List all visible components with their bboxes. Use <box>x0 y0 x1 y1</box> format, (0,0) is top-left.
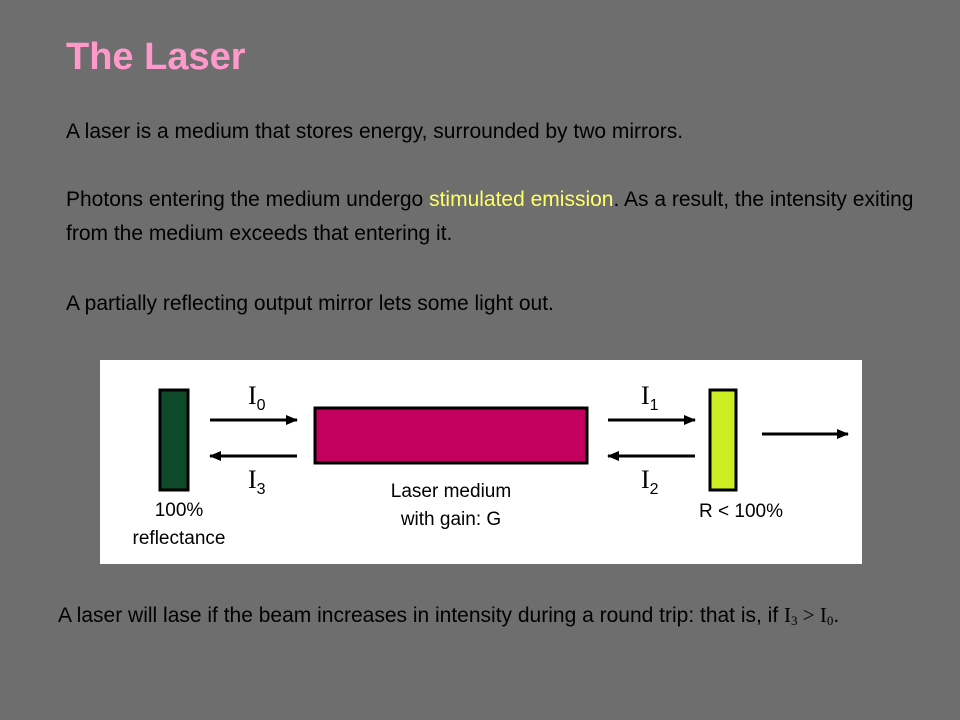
label-i3: I3 <box>248 465 266 498</box>
math-i3: I <box>784 603 792 627</box>
label-i1: I1 <box>641 381 659 414</box>
math-operator: > <box>797 603 820 627</box>
label-i2: I2 <box>641 465 659 498</box>
left-mirror-label-line2: reflectance <box>133 528 226 549</box>
lasing-condition-text: A laser will lase if the beam increases … <box>58 604 785 627</box>
right-mirror <box>708 388 738 492</box>
sentence-end: . <box>833 604 840 627</box>
stimulated-emission-paragraph: Photons entering the medium undergo stim… <box>66 183 926 251</box>
lasing-condition: A laser will lase if the beam increases … <box>58 598 938 633</box>
paragraph-text-before: Photons entering the medium undergo <box>66 188 430 211</box>
output-mirror-paragraph: A partially reflecting output mirror let… <box>66 292 554 315</box>
highlighted-term: stimulated emission <box>429 188 614 211</box>
medium-label-line2: with gain: G <box>400 509 501 530</box>
paragraph-text-after: . As a result, the intensity exiting fro… <box>66 188 914 245</box>
lasing-inequality: I3 > I0 <box>784 603 833 627</box>
medium-label-line1: Laser medium <box>391 481 511 502</box>
math-i0-sub: 0 <box>826 613 834 628</box>
slide-title: The Laser <box>66 36 246 78</box>
label-i0: I0 <box>248 381 266 414</box>
laser-cavity-diagram: I0 I3 I1 I2 100% reflectance Laser mediu… <box>100 360 862 564</box>
left-mirror-label-line1: 100% <box>155 500 204 521</box>
math-i3-sub: 3 <box>791 613 798 628</box>
left-mirror <box>158 388 190 492</box>
laser-medium <box>313 406 589 465</box>
math-i0: I <box>819 603 827 627</box>
intro-paragraph: A laser is a medium that stores energy, … <box>66 120 684 143</box>
right-mirror-label: R < 100% <box>699 501 783 522</box>
laser-cavity-svg: I0 I3 I1 I2 100% reflectance Laser mediu… <box>133 381 849 549</box>
